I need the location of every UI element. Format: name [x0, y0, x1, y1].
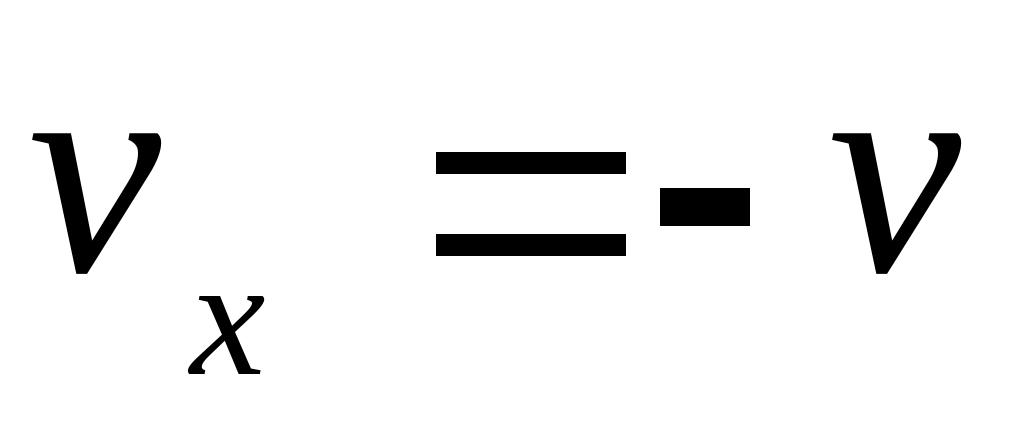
- minus-sign: [660, 188, 750, 226]
- equals-bar-top: [436, 152, 626, 174]
- equals-sign: [436, 152, 626, 256]
- lhs-subscript: x: [190, 223, 266, 411]
- lhs-variable: v: [28, 4, 162, 336]
- equals-bar-bottom: [436, 234, 626, 256]
- rhs-variable: v: [828, 4, 962, 336]
